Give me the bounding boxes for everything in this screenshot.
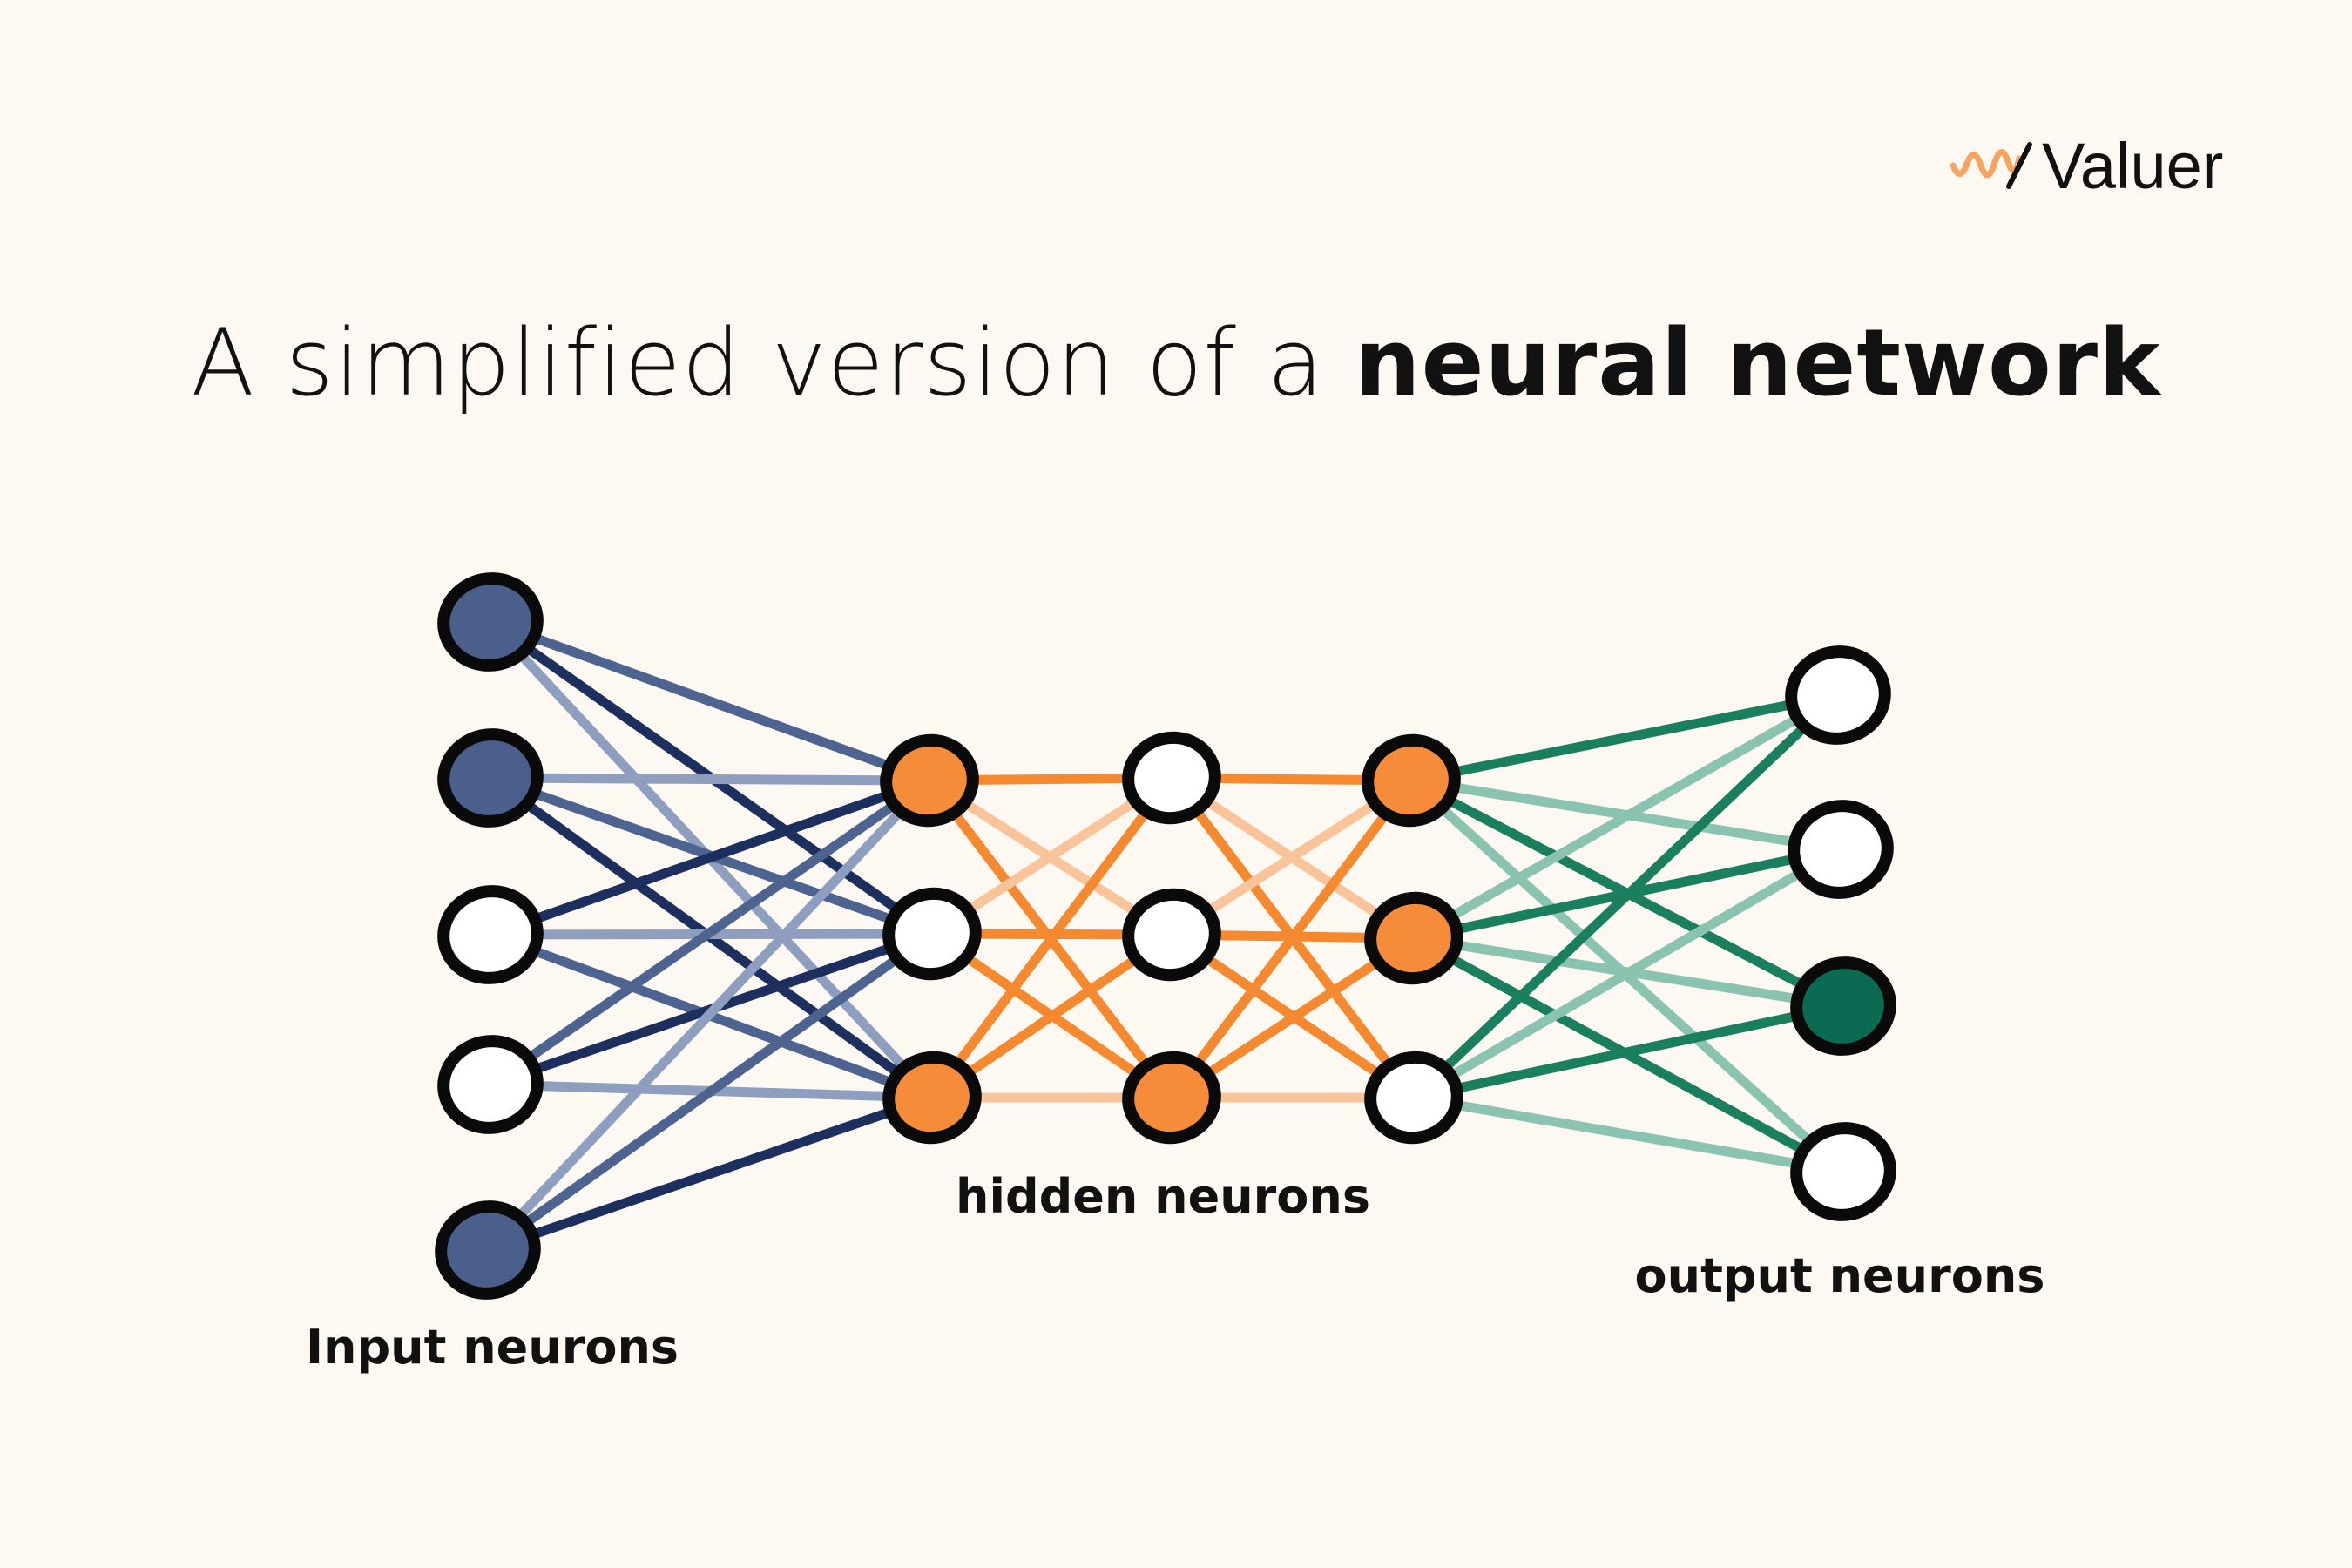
output-layer-label: output neurons <box>1635 1248 2045 1303</box>
edge-hidden-to-hidden <box>927 773 1177 1103</box>
hidden3-neuron-2 <box>1364 891 1463 985</box>
wave-logo-icon <box>1950 142 2032 189</box>
page-title: A simplified version of a neural network <box>0 309 2352 416</box>
input-neuron-1 <box>437 572 544 672</box>
hidden-layer-label: hidden neurons <box>956 1169 1370 1224</box>
input-neuron-4 <box>437 1035 544 1134</box>
edge-input-to-hidden <box>483 929 937 1255</box>
output-neuron-1 <box>1785 645 1891 745</box>
hidden1-neuron-3 <box>882 1051 982 1145</box>
hidden2-neuron-1 <box>1122 731 1221 825</box>
edge-hidden-to-output <box>1409 1092 1848 1177</box>
neurons <box>435 572 1896 1300</box>
input-neuron-2 <box>437 728 544 828</box>
output-neuron-3 <box>1790 956 1896 1056</box>
edge-input-to-hidden <box>485 775 935 1090</box>
edge-hidden-to-output <box>1409 844 1846 1103</box>
input-neuron-3 <box>437 885 544 984</box>
edge-input-to-hidden <box>483 1092 937 1255</box>
edge-hidden-to-hidden <box>1166 775 1416 1103</box>
edge-input-to-hidden <box>485 617 935 786</box>
hidden3-neuron-1 <box>1362 733 1461 828</box>
title-regular-text: A simplified version of a <box>191 309 1355 416</box>
edge-input-to-hidden <box>483 775 935 1255</box>
hidden3-neuron-3 <box>1364 1051 1463 1145</box>
output-neuron-2 <box>1788 800 1894 899</box>
edge-hidden-to-output <box>1409 1001 1848 1103</box>
title-bold-text: neural network <box>1355 309 2161 416</box>
edge-hidden-to-output <box>1406 690 1843 786</box>
input-neuron-5 <box>435 1200 541 1300</box>
edge-input-to-hidden <box>485 773 935 786</box>
brand-name: Valuer <box>2042 129 2224 202</box>
hidden1-neuron-2 <box>882 887 982 981</box>
input-layer-label: Input neurons <box>306 1320 679 1375</box>
hidden2-neuron-3 <box>1122 1051 1221 1145</box>
edge-hidden-to-output <box>1409 690 1843 943</box>
hidden1-neuron-1 <box>880 733 979 828</box>
hidden2-neuron-2 <box>1122 888 1221 982</box>
output-neuron-4 <box>1790 1122 1896 1221</box>
edge-input-to-hidden <box>485 775 935 940</box>
edge-hidden-to-output <box>1409 690 1843 1103</box>
brand-logo: Valuer <box>1950 122 2223 209</box>
